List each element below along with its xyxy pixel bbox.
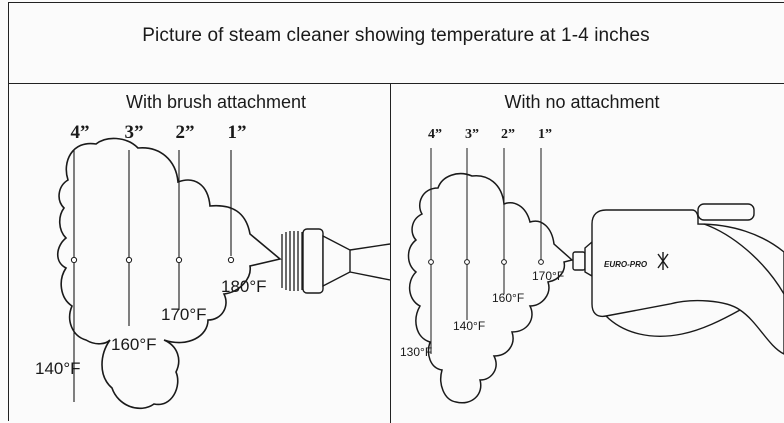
brush-attachment-illustration <box>281 228 390 294</box>
center-dot-2in <box>175 256 183 264</box>
temp-label-3in: 160°F <box>111 335 157 354</box>
title-row: Picture of steam cleaner showing tempera… <box>8 2 784 84</box>
brand-logo-text: EURO-PRO <box>604 260 648 269</box>
distance-label-4in: 4” <box>71 122 90 143</box>
outer-frame <box>8 2 784 421</box>
distance-label-1in: 1” <box>228 122 247 143</box>
temp-label-4in: 140°F <box>35 359 81 378</box>
left-panel-brush: With brush attachment 4” 3” 2” 1” 140°F … <box>35 92 390 410</box>
center-dot-2in <box>501 259 507 265</box>
temp-label-2in: 170°F <box>161 305 207 324</box>
distance-label-2in: 2” <box>501 127 515 142</box>
distance-label-4in: 4” <box>428 127 442 142</box>
center-dot-3in <box>125 256 133 264</box>
center-dot-4in <box>70 256 78 264</box>
center-dot-1in <box>227 256 235 264</box>
steam-cleaner-illustration <box>572 203 784 355</box>
steam-cloud-shape <box>56 137 282 410</box>
distance-label-1in: 1” <box>538 127 552 142</box>
page-title: Picture of steam cleaner showing tempera… <box>142 24 650 46</box>
temp-label-1in: 170°F <box>532 269 564 283</box>
left-panel-heading: With brush attachment <box>126 92 306 112</box>
temp-label-1in: 180°F <box>221 277 267 296</box>
steam-cloud-shape <box>407 172 574 404</box>
distance-label-3in: 3” <box>125 122 144 143</box>
distance-label-2in: 2” <box>176 122 195 143</box>
temp-label-3in: 140°F <box>453 319 485 333</box>
center-dot-4in <box>428 259 434 265</box>
right-panel-no-attachment: With no attachment 4” 3” 2” 1” 130°F 140… <box>400 92 784 404</box>
temp-label-4in: 130°F <box>400 345 432 359</box>
temp-label-2in: 160°F <box>492 291 524 305</box>
brand-star-icon <box>657 252 669 270</box>
center-dot-3in <box>464 259 470 265</box>
panel-divider <box>390 84 391 423</box>
right-panel-heading: With no attachment <box>504 92 659 112</box>
center-dot-1in <box>538 259 544 265</box>
distance-label-3in: 3” <box>465 127 479 142</box>
